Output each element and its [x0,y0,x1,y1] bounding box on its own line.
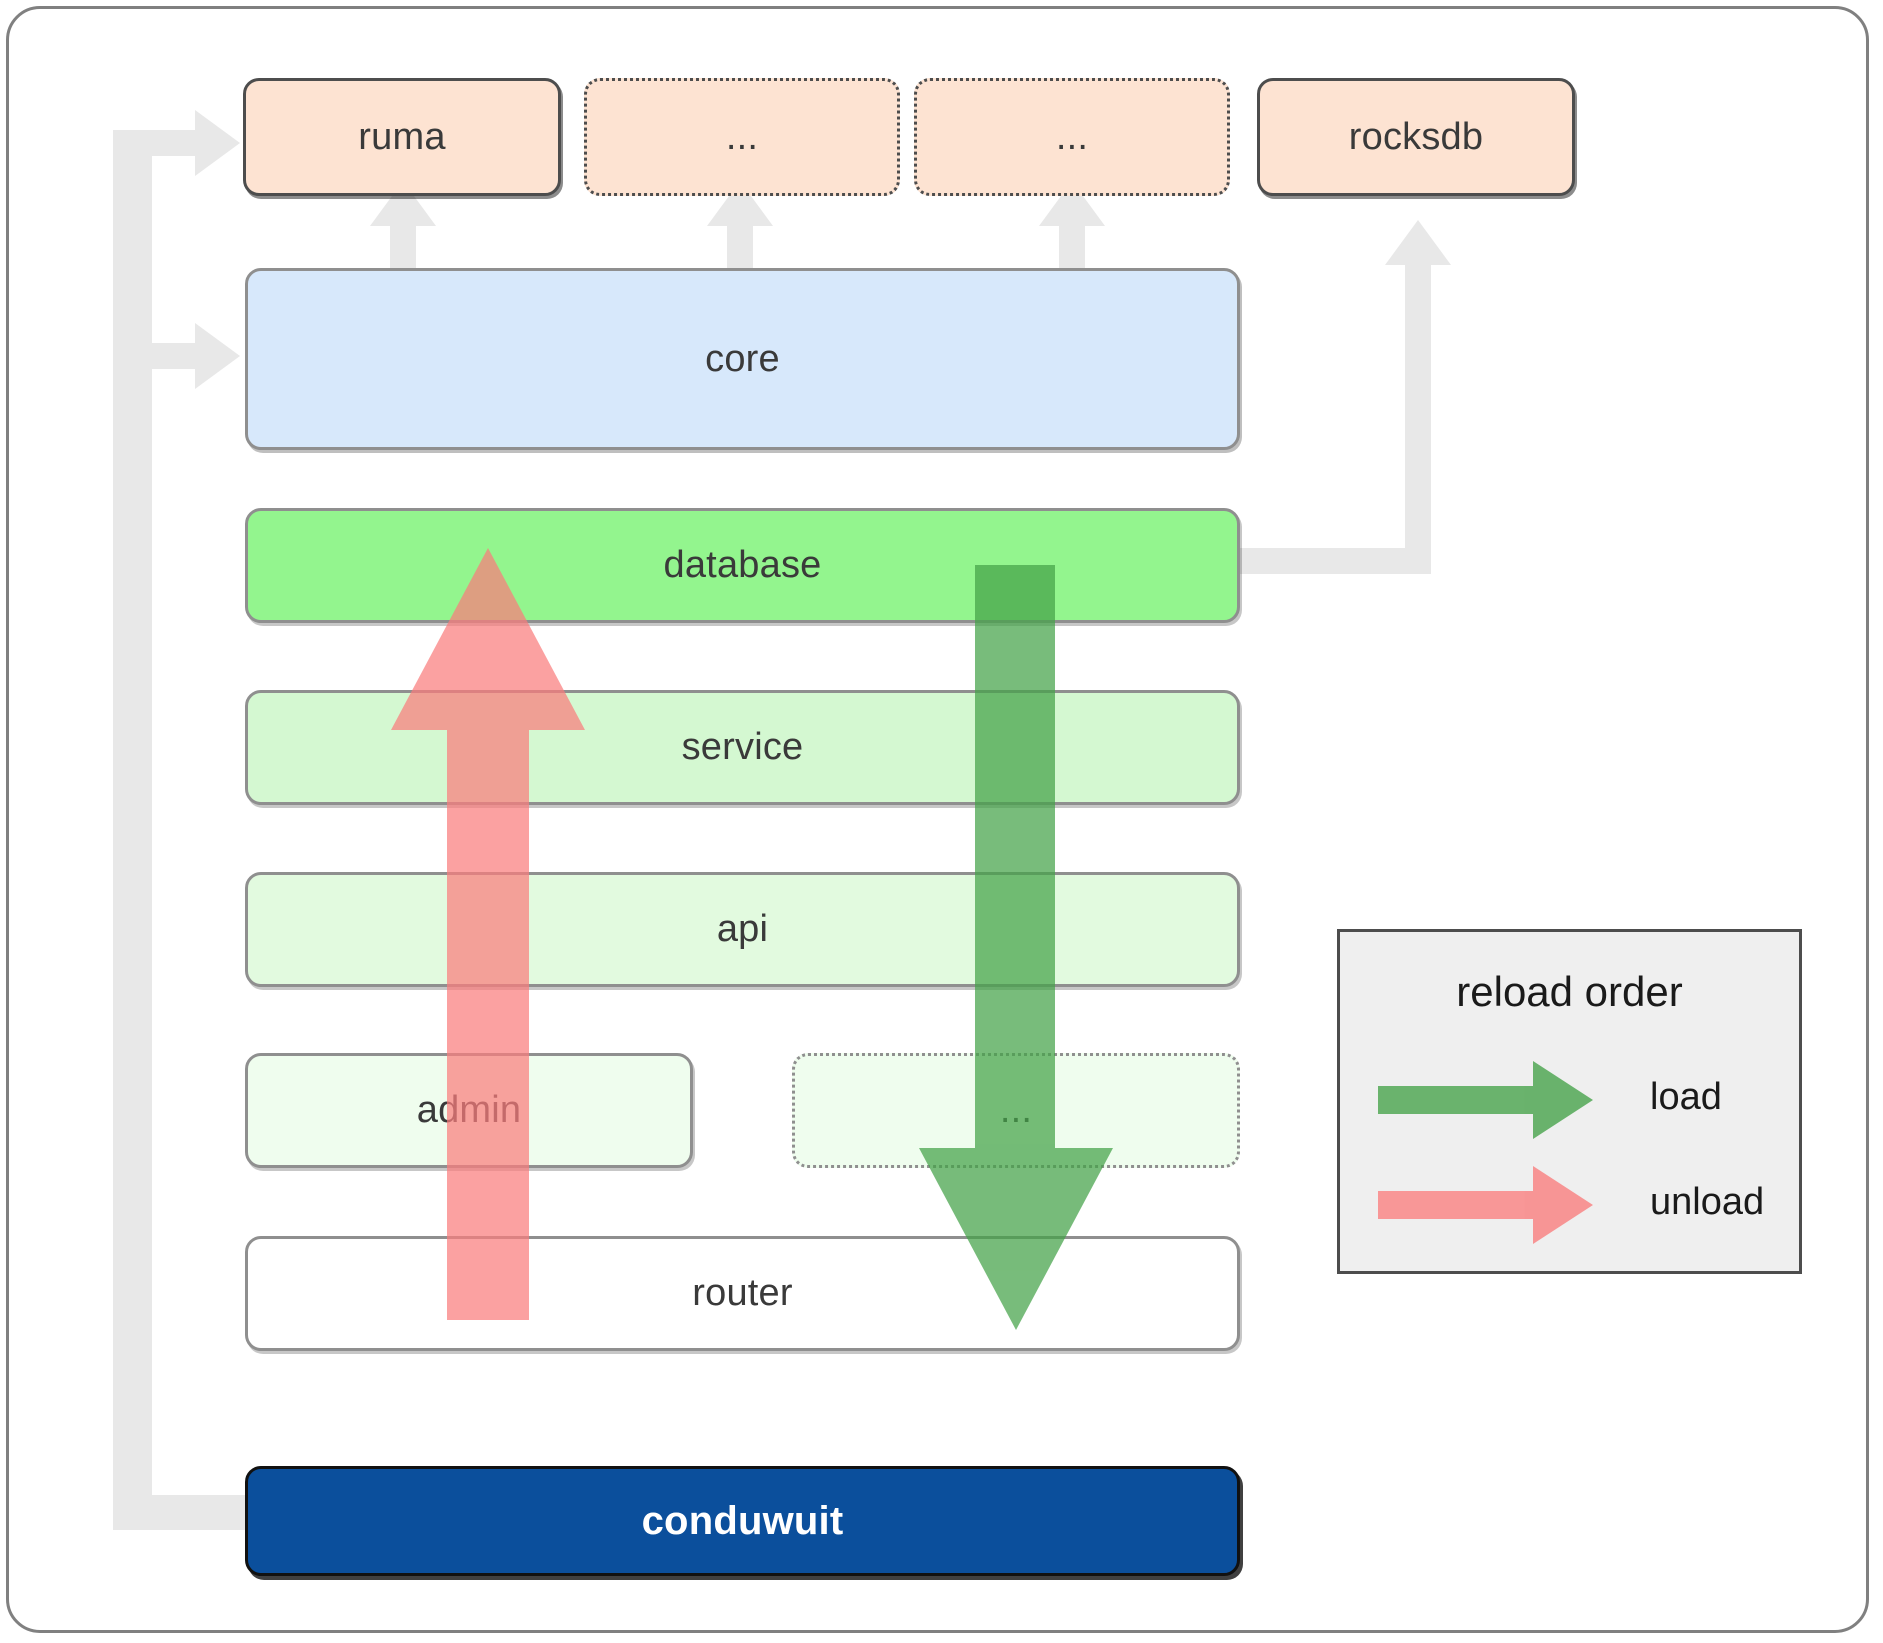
legend-label-load: load [1650,1075,1722,1118]
node-core[interactable]: core [245,268,1240,450]
legend-title: reload order [1456,968,1683,1015]
node-api[interactable]: api [245,872,1240,987]
node-conduwuit-label: conduwuit [641,1498,844,1543]
node-router[interactable]: router [245,1236,1240,1351]
node-dep-3[interactable]: ... [914,78,1230,196]
node-database-label: database [663,544,822,586]
node-conduwuit[interactable]: conduwuit [245,1466,1240,1576]
legend-panel: reload order load unload [1337,929,1802,1274]
node-service-label: service [681,726,804,768]
legend-row-unload: unload [1340,1157,1805,1247]
node-core-label: core [705,337,780,380]
node-api-label: api [716,908,769,950]
node-more[interactable]: ... [792,1053,1240,1168]
node-database[interactable]: database [245,508,1240,623]
node-rocksdb-label: rocksdb [1348,115,1484,158]
node-admin[interactable]: admin [245,1053,693,1168]
diagram-frame [6,6,1869,1633]
node-dep-3-label: ... [1055,115,1089,158]
node-ruma[interactable]: ruma [243,78,561,196]
node-rocksdb[interactable]: rocksdb [1257,78,1575,196]
unload-legend-arrow-icon [1378,1166,1593,1244]
node-service[interactable]: service [245,690,1240,805]
load-legend-arrow-icon [1378,1061,1593,1139]
legend-label-unload: unload [1650,1180,1765,1223]
node-ruma-label: ruma [358,115,446,158]
node-dep-2[interactable]: ... [584,78,900,196]
node-router-label: router [692,1272,793,1314]
legend-row-load: load [1340,1052,1805,1142]
node-more-label: ... [999,1089,1033,1131]
node-dep-2-label: ... [725,115,759,158]
node-admin-label: admin [416,1089,522,1131]
